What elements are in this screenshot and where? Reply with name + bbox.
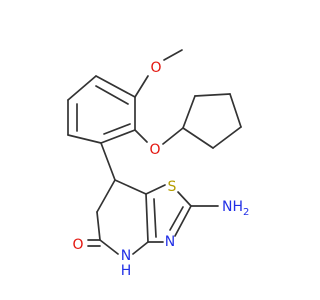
bond-c2-n-inner <box>169 206 184 231</box>
atom-h-amine: H <box>232 199 243 215</box>
bond-aryl-5-inner <box>103 123 131 135</box>
bond-s-c2 <box>177 191 192 207</box>
bond-aryl-oether <box>134 129 148 143</box>
bond-o-aryl <box>134 75 149 98</box>
bond-nh-c3a <box>132 241 149 255</box>
bond-cp-5 <box>182 127 214 149</box>
bond-aryl-core <box>100 142 116 181</box>
bond-c7a-c3a-inner <box>153 198 157 238</box>
atom-n-amine: N <box>222 199 232 215</box>
bond-cp-4 <box>212 126 242 149</box>
bonds <box>67 49 242 255</box>
atom-h-count: 2 <box>243 207 249 218</box>
bond-aryl-2 <box>67 75 97 101</box>
bond-aryl-1 <box>95 75 136 98</box>
atom-nh2-amine: NH2 <box>222 199 249 218</box>
bond-aryl-5 <box>100 129 136 144</box>
bond-c5-nh <box>99 239 119 255</box>
bond-c2-n <box>174 205 192 237</box>
atom-labels: O O S N NH2 N H O <box>72 60 249 279</box>
bond-cp-3 <box>229 93 242 128</box>
bond-c6-c5 <box>96 211 101 241</box>
atom-h-lactam: H <box>121 263 132 279</box>
atom-n-thiazole: N <box>165 234 175 250</box>
bond-c7-c7a <box>114 179 147 195</box>
atom-o-carbonyl: O <box>72 237 83 253</box>
bond-methyl-o <box>163 49 183 61</box>
atom-n-lactam: N <box>121 248 131 264</box>
bond-cp-1 <box>182 95 196 129</box>
molecule-canvas: O O S N NH2 N H O <box>67 49 250 279</box>
molecule-structure: O O S N NH2 N H O <box>67 49 249 279</box>
bond-c7-c6 <box>96 179 116 213</box>
atom-s-thiazole: S <box>168 179 177 195</box>
bond-aryl-1-inner <box>95 85 129 105</box>
bond-cp-2 <box>194 93 231 97</box>
bond-c7a-c3a <box>145 193 149 243</box>
bond-oether-ch <box>162 127 184 145</box>
atom-o-methoxy: O <box>150 60 161 76</box>
bond-c7a-s <box>145 184 166 195</box>
bond-aryl-4 <box>67 134 102 144</box>
atom-o-ether: O <box>149 142 160 158</box>
